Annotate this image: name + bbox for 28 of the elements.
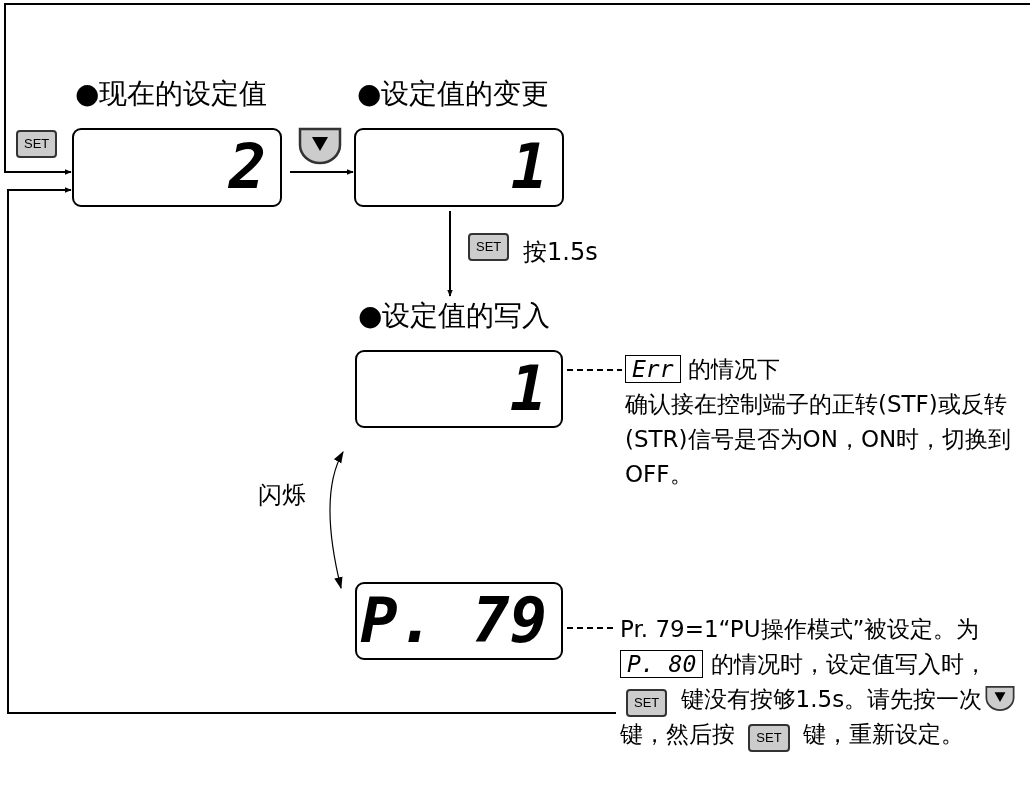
set-key: SET [748, 724, 790, 752]
display-heading: ●设定值的写入 [358, 298, 551, 334]
display-heading: ●现在的设定值 [75, 76, 268, 112]
note-text: 键没有按够1.5s。请先按一次 [680, 686, 983, 712]
note-text: Pr. 79=1“PU操作模式”被设定。为 [620, 616, 980, 642]
segment-display: P. 80 [620, 650, 704, 679]
leader-line [566, 369, 623, 371]
note-text: 键，重新设定。 [802, 721, 964, 747]
arrow [4, 3, 1031, 175]
lcd-display: P. 79 [355, 582, 563, 660]
segment-display: Err [625, 355, 681, 384]
arrow [447, 210, 453, 297]
arrow [7, 187, 617, 714]
lcd-display: 1 [354, 128, 564, 207]
set-key: SET [626, 689, 668, 717]
lcd-display: 2 [72, 128, 282, 207]
note-text: 键，然后按 [620, 721, 735, 747]
note-text: 的情况时，设定值写入时， [710, 651, 987, 677]
display-heading: ●设定值的变更 [357, 76, 550, 112]
arrow [289, 169, 354, 175]
edge-label: 按1.5s [523, 237, 598, 267]
lcd-display: 1 [355, 350, 563, 428]
set-key: SET [468, 233, 510, 261]
set-key: SET [16, 130, 58, 158]
edge-label: 闪烁 [258, 480, 306, 510]
arrow [329, 450, 344, 590]
note-text: 的情况下 [687, 356, 780, 382]
note-text: 确认接在控制端子的正转(STF)或反转(STR)信号是否为ON，ON时，切换到OFF。 [625, 390, 1013, 489]
